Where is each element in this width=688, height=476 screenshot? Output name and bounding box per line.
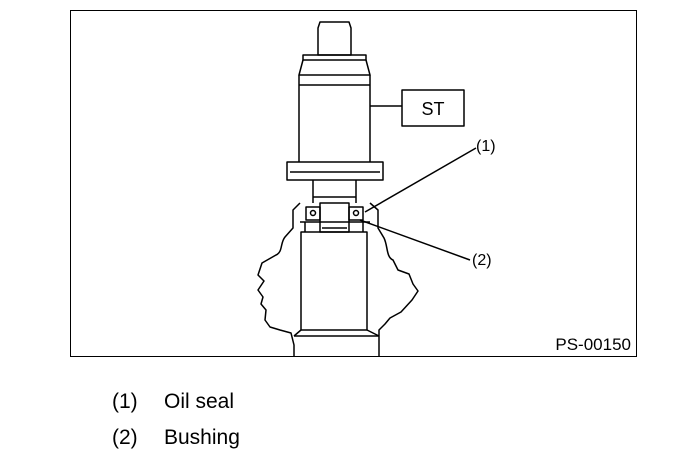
callout-2-leader (359, 219, 471, 261)
figure-id: PS-00150 (555, 335, 631, 354)
tool-shoulder (298, 59, 371, 76)
st-label: ST (421, 99, 444, 119)
legend: (1) Oil seal (2) Bushing (112, 384, 240, 456)
legend-item-bushing: (2) Bushing (112, 420, 240, 456)
bore-chamfer-right (366, 329, 380, 337)
legend-item-oil-seal: (1) Oil seal (112, 384, 240, 420)
tool-top-pin (317, 21, 352, 56)
st-label-box (401, 89, 465, 127)
legend-label: Oil seal (164, 390, 235, 413)
housing-outline-right (369, 202, 419, 357)
tool-upper-neck (302, 54, 367, 61)
callout-1-label: (1) (476, 138, 496, 155)
oil-seal-left (305, 206, 321, 221)
legend-number: (2) (112, 426, 138, 449)
tool-lower-shaft (312, 180, 357, 203)
bore (300, 231, 368, 331)
callout-1-leader (364, 147, 477, 213)
housing-outline (257, 202, 301, 357)
figure-frame (70, 10, 637, 357)
oil-seal-right (348, 206, 364, 221)
callout-2-label: (2) (472, 252, 492, 269)
bore-chamfer-left (293, 329, 302, 337)
oil-seal-spring-left (309, 209, 317, 217)
bushing (319, 202, 350, 233)
tool-body (298, 75, 371, 162)
oil-seal-spring-right (352, 209, 360, 217)
seal-seat (300, 221, 370, 232)
legend-number: (1) (112, 390, 138, 413)
tool-flange (286, 161, 384, 181)
legend-label: Bushing (164, 426, 240, 449)
